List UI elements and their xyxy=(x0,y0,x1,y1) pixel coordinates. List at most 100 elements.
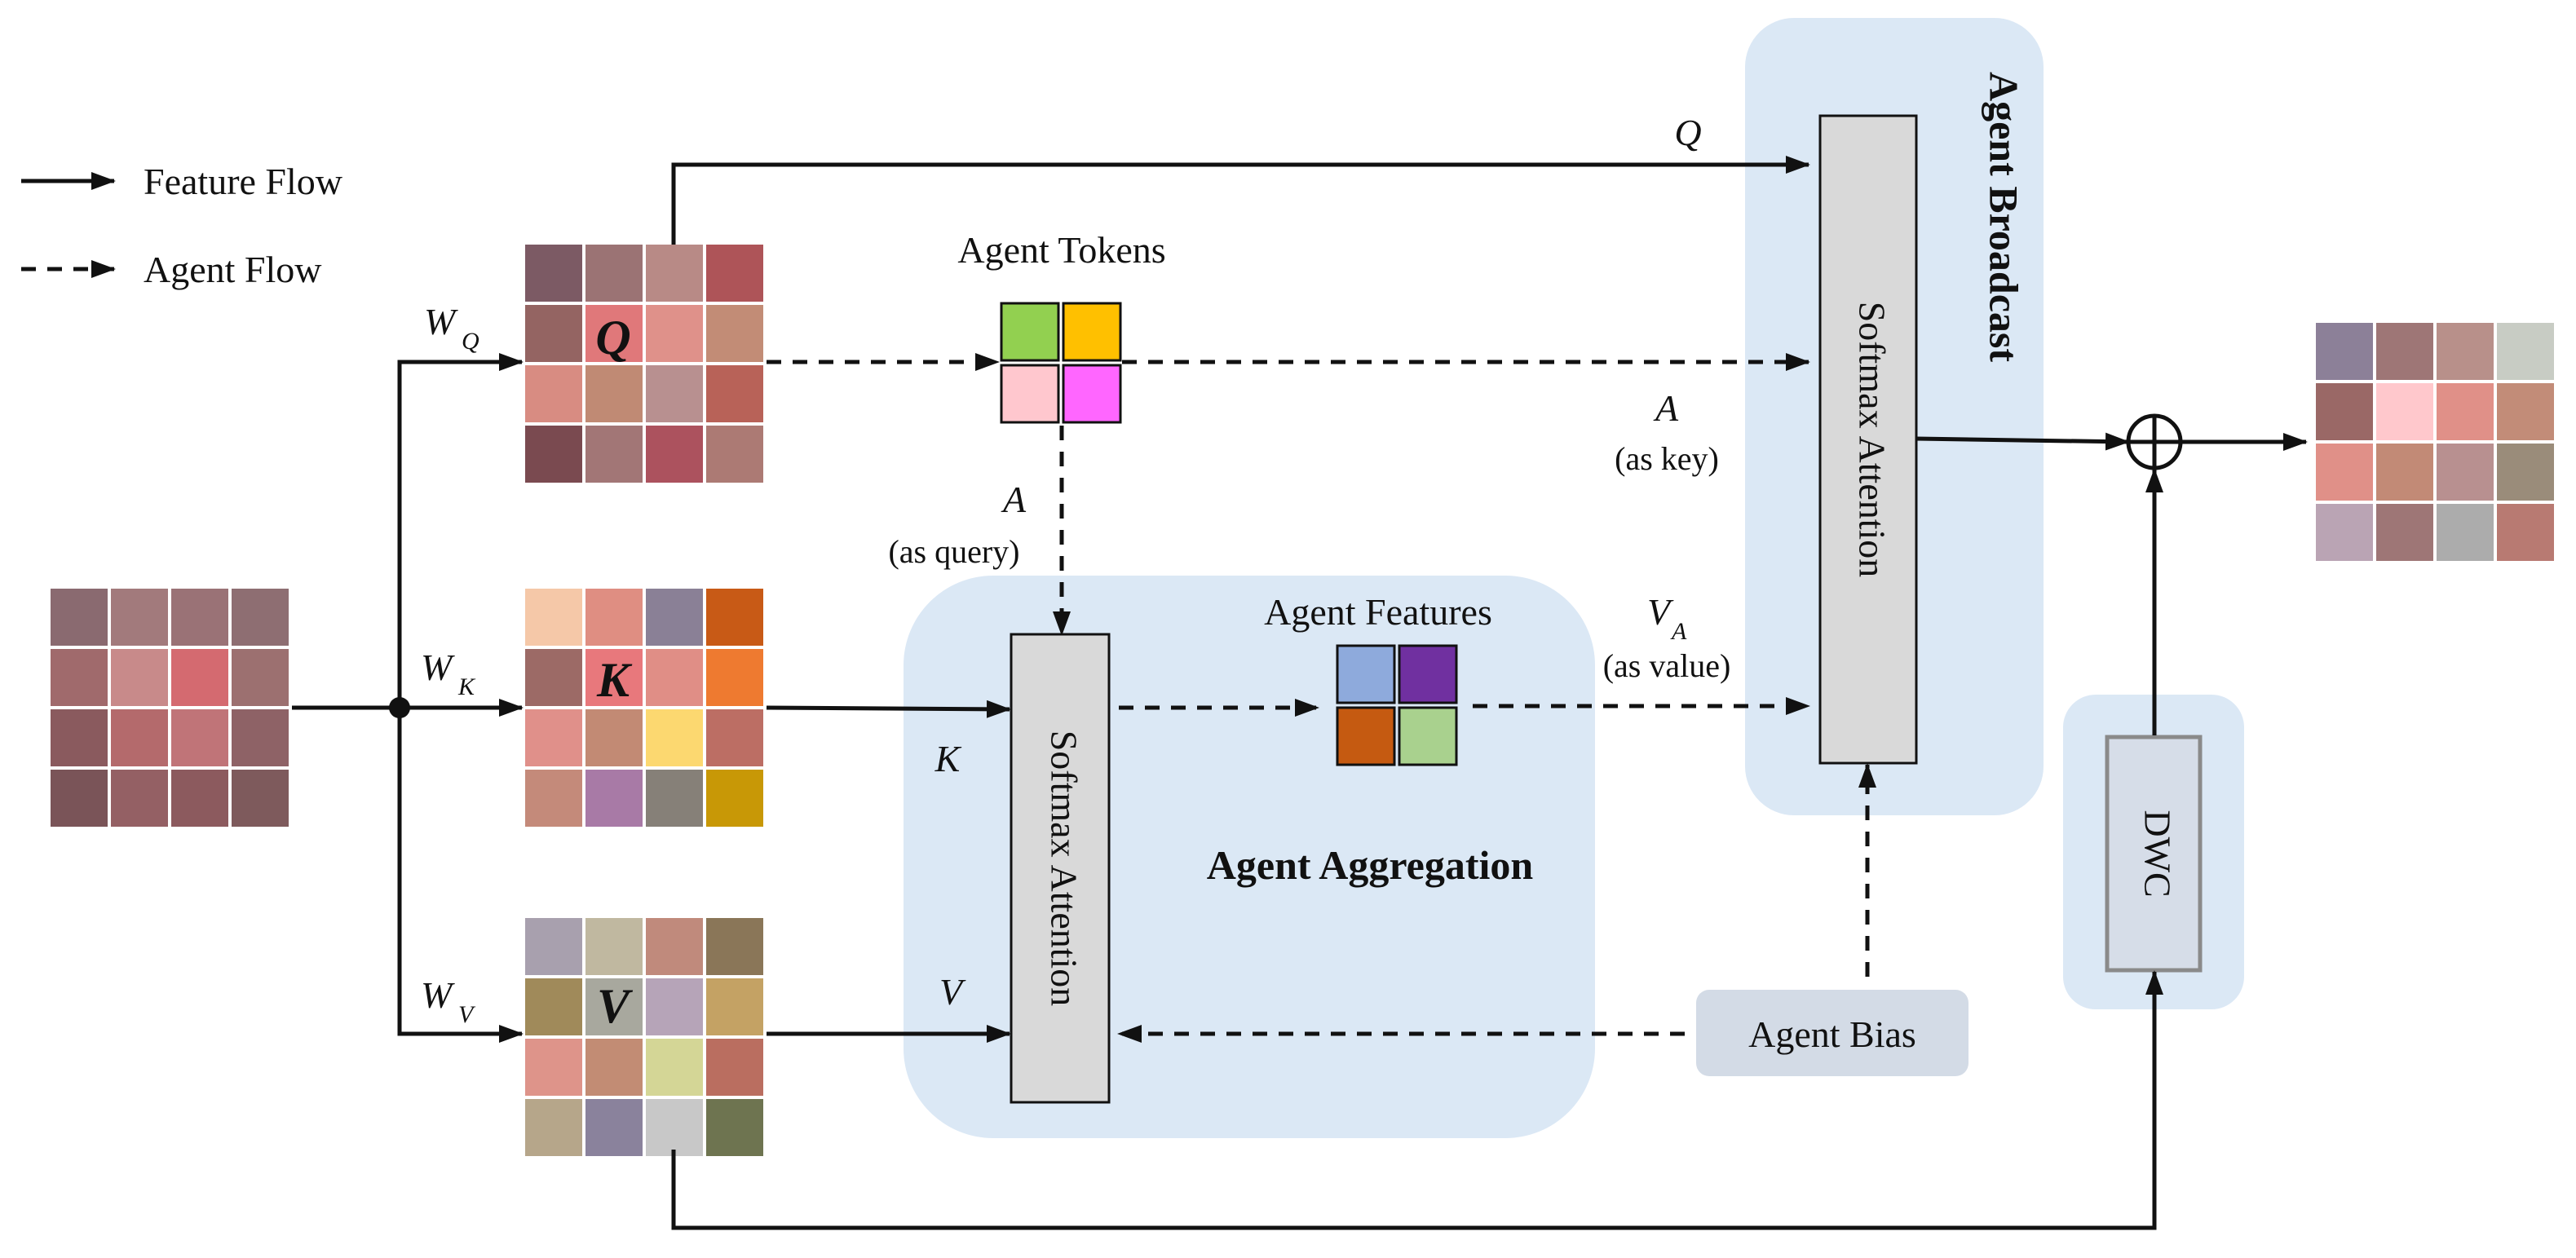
wk-label: W K xyxy=(421,647,476,700)
q-cell xyxy=(525,305,582,362)
q-cell xyxy=(585,426,643,483)
output-cell xyxy=(2497,504,2554,561)
output-cell xyxy=(2497,323,2554,380)
as-query-label: (as query) xyxy=(888,533,1019,570)
dwc-label: DWC xyxy=(2136,810,2178,897)
k-cell xyxy=(646,770,703,827)
k-letter: K xyxy=(596,653,633,707)
output-cell xyxy=(2437,504,2494,561)
k-input-label: K xyxy=(935,738,962,779)
v-cell xyxy=(525,1039,582,1096)
v-cell xyxy=(706,978,763,1035)
broadcast-softmax-label: Softmax Attention xyxy=(1851,302,1893,578)
v-cell xyxy=(525,918,582,975)
svg-text:W: W xyxy=(424,301,458,342)
agent-feature-cell xyxy=(1336,706,1396,766)
k-cell xyxy=(585,709,643,766)
input-image-cell xyxy=(51,649,108,706)
input-image-grid xyxy=(51,589,289,827)
v-cell xyxy=(646,918,703,975)
output-cell xyxy=(2437,383,2494,440)
k-cell xyxy=(646,709,703,766)
q-cell xyxy=(646,305,703,362)
va-label: V A xyxy=(1647,591,1687,645)
v-cell xyxy=(525,1099,582,1156)
q-cell xyxy=(646,365,703,422)
agent-token-cell xyxy=(1000,302,1060,362)
agent-tokens-grid xyxy=(1000,302,1122,424)
agent-token-cell xyxy=(1062,302,1122,362)
input-image-cell xyxy=(111,649,168,706)
k-cell xyxy=(525,770,582,827)
k-cell xyxy=(585,649,643,706)
k-to-aggregation-arrow xyxy=(766,700,1011,718)
k-cell xyxy=(646,649,703,706)
output-cell xyxy=(2437,323,2494,380)
output-cell xyxy=(2316,444,2373,501)
svg-text:V: V xyxy=(1647,591,1674,633)
wv-branch-arrow xyxy=(397,708,524,1043)
q-cell xyxy=(706,305,763,362)
agent-flow-legend-label: Agent Flow xyxy=(144,249,322,290)
svg-text:W: W xyxy=(421,647,455,688)
aggregation-softmax-label: Softmax Attention xyxy=(1043,731,1085,1007)
wq-branch-arrow xyxy=(397,353,524,708)
q-cell xyxy=(706,426,763,483)
k-cell xyxy=(706,770,763,827)
v-cell xyxy=(585,978,643,1035)
svg-text:Q: Q xyxy=(462,328,479,355)
as-value-label: (as value) xyxy=(1603,647,1731,684)
v-cell xyxy=(706,1039,763,1096)
k-cell xyxy=(706,709,763,766)
input-image-cell xyxy=(232,709,289,766)
v-cell xyxy=(646,1099,703,1156)
feature-flow-legend-label: Feature Flow xyxy=(144,161,343,202)
output-cell xyxy=(2316,323,2373,380)
input-image-cell xyxy=(111,770,168,827)
input-image-cell xyxy=(232,649,289,706)
output-cell xyxy=(2437,444,2494,501)
input-image-cell xyxy=(232,589,289,646)
a-query-label: A xyxy=(1001,479,1027,520)
v-letter: V xyxy=(597,979,634,1033)
q-cell xyxy=(585,245,643,302)
v-to-dwc-arrow xyxy=(671,970,2163,1230)
agent-token-cell xyxy=(1000,364,1060,424)
output-cell xyxy=(2376,383,2433,440)
v-input-label: V xyxy=(939,971,966,1013)
input-image-cell xyxy=(171,709,228,766)
q-grid xyxy=(525,245,763,483)
wq-label: W Q xyxy=(424,301,479,355)
input-image-cell xyxy=(171,649,228,706)
v-cell xyxy=(585,1099,643,1156)
input-image-cell xyxy=(171,770,228,827)
wv-label: W V xyxy=(421,974,476,1028)
q-cell xyxy=(585,305,643,362)
input-image-cell xyxy=(111,589,168,646)
k-cell xyxy=(525,709,582,766)
input-image-cell xyxy=(51,770,108,827)
v-cell xyxy=(585,1039,643,1096)
agent-feature-cell xyxy=(1398,706,1458,766)
broadcast-softmax-box xyxy=(1818,114,1918,765)
q-top-label: Q xyxy=(1674,112,1701,153)
output-cell xyxy=(2316,504,2373,561)
v-cell xyxy=(585,918,643,975)
svg-text:A: A xyxy=(1670,618,1687,645)
aggregation-softmax-box xyxy=(1010,633,1111,1104)
k-cell xyxy=(585,770,643,827)
q-cell xyxy=(525,426,582,483)
q-cell xyxy=(525,245,582,302)
agent-bias-label: Agent Bias xyxy=(1748,1013,1916,1055)
v-cell xyxy=(706,918,763,975)
agent-features-grid xyxy=(1336,644,1458,766)
output-cell xyxy=(2376,323,2433,380)
agent-bias-box xyxy=(1696,990,1968,1076)
agent-tokens-label: Agent Tokens xyxy=(957,229,1165,271)
sum-node xyxy=(2126,413,2183,470)
a-key-label: A xyxy=(1653,387,1679,429)
v-cell xyxy=(646,978,703,1035)
k-cell xyxy=(525,589,582,646)
input-image-cell xyxy=(111,709,168,766)
